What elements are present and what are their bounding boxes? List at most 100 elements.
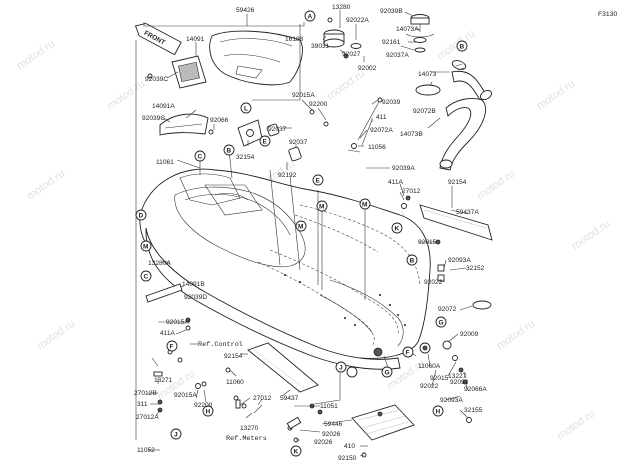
part-label-27012b: 27012B	[134, 390, 157, 397]
part-label-11051: 11051	[320, 403, 338, 410]
watermark-text: motod.ru	[535, 78, 577, 113]
front-direction-arrow: FRONT	[134, 23, 182, 56]
part-label-59437a: 59437A	[456, 209, 479, 216]
part-label-92039a: 92039A	[392, 165, 415, 172]
svg-text:H: H	[436, 409, 441, 416]
ring-92072	[472, 300, 492, 310]
part-label-311: 311	[137, 401, 148, 408]
part-label-13280a: 13280A	[148, 260, 171, 267]
part-label-92027: 92027	[342, 51, 361, 58]
callout-j2: J	[170, 428, 182, 440]
part-label-92072: 92072	[438, 306, 457, 313]
watermark-text: motod.ru	[475, 168, 517, 203]
small-bracket-parts	[151, 357, 302, 430]
part-label-411: 411	[376, 114, 387, 121]
part-label-11052: 11052	[137, 447, 155, 454]
callout-m2: M	[359, 198, 371, 210]
watermark-text: motod.ru	[15, 38, 57, 73]
part-label-92026: 92026	[322, 431, 341, 438]
hull-deck	[139, 168, 431, 370]
watermark-text: motod.ru	[325, 68, 367, 103]
callout-h2: H	[202, 405, 214, 417]
step-mat-59437	[247, 342, 319, 393]
part-label-411a: 411A	[388, 179, 404, 186]
callout-f1: F	[402, 346, 414, 358]
part-label-92066a: 92066A	[464, 386, 487, 393]
part-label-59437: 59437	[280, 395, 299, 402]
part-label-14091a: 14091A	[152, 103, 175, 110]
svg-text:M: M	[362, 202, 367, 209]
part-label-92039c: 92039C	[142, 115, 165, 122]
svg-text:J: J	[339, 365, 343, 372]
part-label-92039c: 92039C	[145, 76, 168, 83]
svg-text:H: H	[206, 409, 211, 416]
svg-text:M: M	[143, 244, 148, 251]
part-label-92066: 92066	[210, 117, 229, 124]
part-label-92015: 92015	[418, 239, 437, 246]
svg-text:B: B	[460, 44, 465, 51]
part-label-13280: 13280	[332, 4, 351, 11]
part-label-32152: 32152	[466, 265, 485, 272]
part-label-92039b: 92039B	[380, 8, 403, 15]
callout-k1: K	[391, 222, 403, 234]
part-label-92093: 92093	[450, 379, 469, 386]
part-label-92022a: 92022A	[346, 17, 369, 24]
callout-m4: M	[140, 240, 152, 252]
strap-14091b	[145, 283, 183, 303]
part-label-59446: 59446	[324, 421, 343, 428]
part-label-92072a: 92072A	[370, 127, 393, 134]
part-label-92200: 92200	[309, 101, 328, 108]
diagram-code: F3130	[598, 11, 617, 18]
part-label-92161: 92161	[382, 39, 401, 46]
watermark-text: motod.ru	[435, 28, 477, 63]
part-label-92015: 92015	[430, 375, 449, 382]
part-label-14073b: 14073B	[400, 131, 423, 138]
svg-text:B: B	[410, 258, 415, 265]
svg-text:K: K	[294, 449, 299, 456]
part-label-27012: 27012	[253, 395, 272, 402]
watermark-text: motod.ru	[555, 408, 597, 443]
leader-lines	[135, 10, 473, 457]
part-label-16188: 16188	[285, 36, 304, 43]
rear-rail-59437a	[419, 204, 493, 241]
callout-b2: B	[223, 144, 235, 156]
svg-text:A: A	[308, 14, 313, 21]
lid-14091	[171, 55, 207, 89]
svg-text:E: E	[316, 178, 321, 185]
drain-plugs	[373, 340, 452, 357]
callout-l: L	[240, 102, 252, 114]
part-label-92022: 92022	[424, 279, 443, 286]
clamp-92072b	[415, 84, 441, 96]
watermark-text: motod.ru	[105, 78, 147, 113]
callout-f2: F	[166, 340, 178, 352]
part-label-92037a: 92037A	[386, 52, 409, 59]
part-label-92072b: 92072B	[413, 108, 436, 115]
part-label-410: 410	[344, 443, 355, 450]
callout-b3: B	[406, 254, 418, 266]
part-label-92037: 92037	[289, 139, 308, 146]
part-labels: 59426 14091 16188 92039C 14091A 92039C 9…	[134, 4, 487, 462]
part-label-11061: 11061	[156, 159, 174, 166]
callout-m1: M	[316, 200, 328, 212]
svg-text:M: M	[319, 204, 324, 211]
part-label-92022: 92022	[420, 383, 439, 390]
svg-text:E: E	[263, 139, 268, 146]
part-label-92002: 92002	[358, 65, 377, 72]
part-label-32154: 32154	[236, 154, 255, 161]
part-label-92015a: 92015A	[166, 319, 189, 326]
part-label-92154: 92154	[224, 353, 243, 360]
part-label-92200: 92200	[194, 402, 213, 409]
ref-control: Ref.Control	[198, 341, 243, 349]
svg-text:J: J	[174, 432, 178, 439]
callout-a: A	[304, 10, 316, 22]
svg-text:M: M	[298, 224, 303, 231]
svg-text:G: G	[385, 370, 390, 377]
svg-text:C: C	[198, 154, 203, 161]
part-label-11056: 11056	[368, 144, 386, 151]
part-label-13227: 13227	[448, 373, 467, 380]
part-label-14073: 14073	[418, 71, 437, 78]
part-label-11060: 11060	[226, 379, 244, 386]
watermark-text: motod.ru	[35, 318, 77, 353]
part-label-27012a: 27012A	[136, 414, 159, 421]
